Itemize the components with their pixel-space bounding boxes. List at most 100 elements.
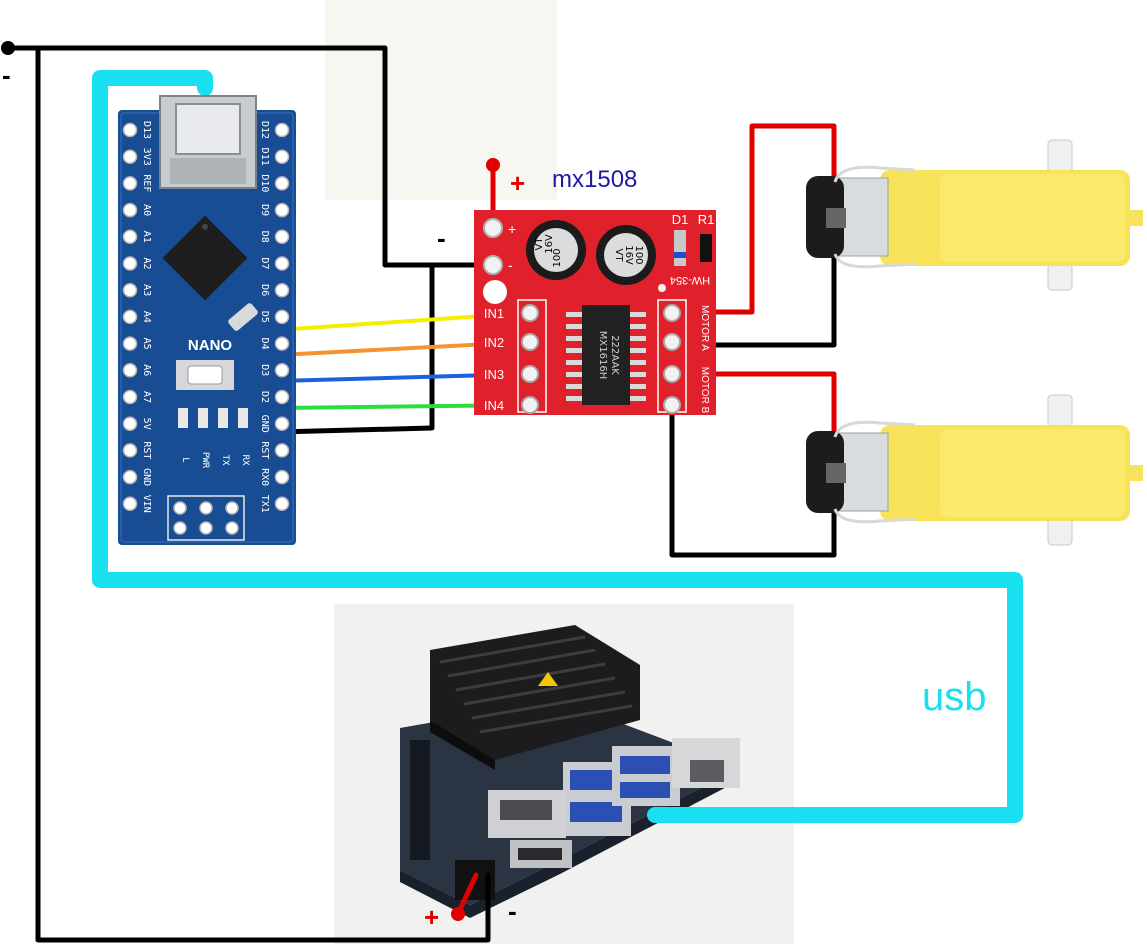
ground-minus-label: - <box>2 60 11 90</box>
input-label: IN2 <box>484 335 504 350</box>
nano-pin-label-left: A6 <box>141 364 152 376</box>
nano-pin-right <box>274 256 290 271</box>
icsp-pin <box>199 501 213 515</box>
nano-pin-label-left: A4 <box>141 311 152 323</box>
usb-port <box>620 782 670 798</box>
jetson-minus-label: - <box>508 896 517 926</box>
capacitor-left-text: 100 16V VT <box>534 234 563 267</box>
fin <box>479 704 633 734</box>
icsp-pin <box>199 521 213 535</box>
chip-leg <box>566 348 584 353</box>
hdmi-socket <box>518 848 562 860</box>
nano-pin-right <box>274 202 290 218</box>
jetson-plus-label: + <box>424 902 440 932</box>
nano-pin-left <box>122 336 138 351</box>
icsp-pin <box>173 501 187 515</box>
nano-pin-label-left: A3 <box>141 284 152 296</box>
nano-pin-headers <box>122 122 290 512</box>
led-l <box>178 408 188 428</box>
capacitor-text: 100 <box>552 248 563 267</box>
nano-pin-label-right: D7 <box>259 257 270 269</box>
crystal <box>228 303 258 331</box>
nano-pin-label-right: D9 <box>259 204 270 216</box>
diode-band <box>674 252 686 258</box>
nano-pin-right <box>274 389 290 405</box>
icsp-pin <box>225 521 239 535</box>
motor-terminal <box>826 463 846 483</box>
nano-pin-label-left: GND <box>141 468 152 486</box>
arduino-pcb <box>118 110 296 545</box>
nano-led-label: L <box>180 457 190 462</box>
chip-legs <box>566 312 646 401</box>
nano-pin-right <box>274 282 290 298</box>
nano-pin-label-right: D2 <box>259 391 270 403</box>
nano-pin-left <box>122 256 138 271</box>
nano-pin-left <box>122 282 138 298</box>
chip-leg <box>628 324 646 329</box>
nano-pin-left <box>122 176 138 191</box>
nano-pin-right <box>274 336 290 351</box>
nano-pin-label-right: D8 <box>259 231 270 243</box>
input-pad <box>521 365 539 383</box>
icsp-pins <box>173 501 239 535</box>
nano-pin-left <box>122 122 138 138</box>
nano-led-label: PWR <box>200 452 210 469</box>
chip-leg <box>566 372 584 377</box>
nano-pin-left <box>122 229 138 245</box>
nano-pin-label-left: 5V <box>141 418 152 430</box>
nano-pin-left <box>122 149 138 164</box>
nano-pin-left <box>122 202 138 218</box>
nano-pin-label-right: D6 <box>259 284 270 296</box>
led-rx <box>238 408 248 428</box>
ground-wire <box>5 45 496 268</box>
capacitor-text: 100 <box>633 245 644 264</box>
model-label: HW-354 <box>670 274 710 286</box>
chip-dot <box>202 223 209 230</box>
mini-usb-base <box>170 158 246 184</box>
chip-leg <box>628 396 646 401</box>
jetson-heatsink <box>430 625 640 770</box>
fin <box>463 676 616 706</box>
nano-pin-label-left: A7 <box>141 391 152 403</box>
chip-leg <box>566 396 584 401</box>
part-label-r1: R1 <box>698 212 715 227</box>
nano-pin-label-left: A1 <box>141 231 152 243</box>
chip-leg <box>628 384 646 389</box>
usb-port <box>570 802 622 822</box>
ethernet-socket <box>690 760 724 782</box>
motor-b-positive-wire <box>669 371 837 448</box>
gearbox-nub <box>1125 465 1143 481</box>
usb-port <box>570 770 622 790</box>
mounting-hole <box>483 280 507 304</box>
nano-pin-label-right: D3 <box>259 364 270 376</box>
ground-wire <box>35 45 491 943</box>
driver-minus-label: - <box>437 223 446 253</box>
chip-leg <box>566 312 584 317</box>
driver-plus-dot <box>486 158 500 172</box>
chip-leg <box>628 312 646 317</box>
nano-pin-left <box>122 469 138 485</box>
diode-d1 <box>674 230 686 266</box>
chip-leg <box>628 336 646 341</box>
nano-pin-left <box>122 416 138 431</box>
motor-a-label: MOTOR A <box>699 305 710 351</box>
nano-pin-label-left: D13 <box>141 121 152 139</box>
displayport-socket <box>500 800 552 820</box>
motor-a-negative-wire <box>669 227 837 348</box>
nano-pin-left <box>122 363 138 378</box>
input-label: IN1 <box>484 306 504 321</box>
capacitor-top <box>604 233 648 277</box>
chip-leg <box>566 384 584 389</box>
nano-pin-label-left: 3V3 <box>141 148 152 166</box>
gpio-header <box>410 740 430 860</box>
nano-pin-right <box>274 309 290 325</box>
reset-button[interactable] <box>187 365 223 385</box>
background-patch <box>325 0 557 200</box>
nano-pin-label-right: RST <box>259 441 270 459</box>
jetson-plus-dot <box>451 907 465 921</box>
driver-minus-pad <box>483 255 503 275</box>
input-label: IN4 <box>484 398 504 413</box>
